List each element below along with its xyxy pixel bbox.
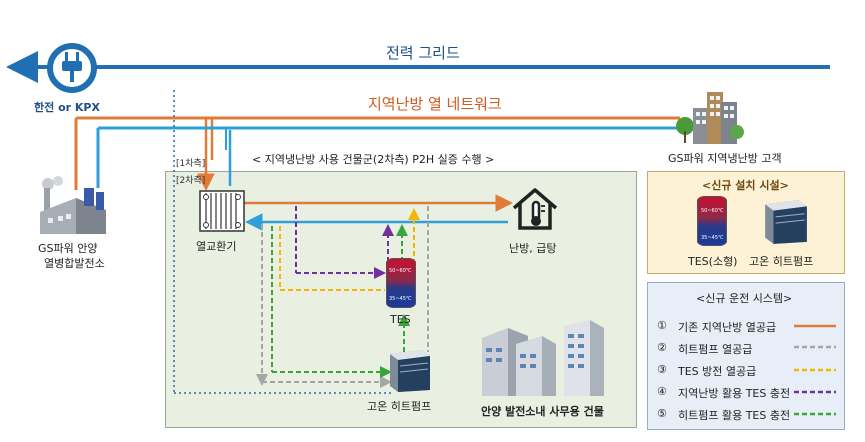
new-heat-pump-icon	[765, 200, 807, 244]
new-tes-label: TES(소형)	[688, 255, 738, 268]
building-label: 안양 발전소내 사무용 건물	[481, 405, 604, 418]
legend-item-2-label: 히트펌프 열공급	[678, 343, 753, 356]
customer-label: GS파워 지역냉난방 고객	[668, 152, 782, 165]
tes-cold-temp: 35~45℃	[389, 296, 412, 302]
heat-pump-label: 고온 히트펌프	[367, 400, 432, 413]
new-tes-tank	[697, 196, 727, 246]
tes-hot-temp: 50~60℃	[389, 268, 412, 274]
utility-label: 한전 or KPX	[34, 101, 100, 114]
legend-item-5-num: ⑤	[657, 407, 667, 420]
legend-item-3-label: TES 방전 열공급	[678, 365, 757, 378]
power-plug-icon	[47, 43, 97, 93]
new-tes-cold-temp: 35~45℃	[701, 235, 724, 241]
power-plant-icon	[40, 176, 106, 234]
heat-pump-icon	[390, 350, 430, 392]
tes-tank	[386, 258, 416, 308]
tes-label: TES	[390, 313, 411, 326]
new-facility-title: <신규 설치 시설>	[702, 179, 789, 192]
legend-panel	[647, 282, 845, 430]
legend-item-2-num: ②	[657, 341, 667, 354]
primary-side-label: [1차측]	[176, 159, 206, 169]
legend-item-4-num: ④	[657, 385, 667, 398]
legend-item-4-label: 지역난방 활용 TES 충전	[678, 387, 791, 400]
legend-item-5-label: 히트펌프 활용 TES 충전	[678, 409, 791, 422]
demo-title: < 지역냉난방 사용 건물군(2차측) P2H 실증 수행 >	[252, 153, 495, 166]
heat-exchanger-label: 열교환기	[196, 240, 237, 253]
heat-exchanger-icon	[199, 190, 245, 232]
secondary-side-label: [2차측]	[176, 176, 206, 186]
new-facility-panel	[647, 171, 845, 274]
new-heat-pump-label: 고온 히트펌프	[749, 255, 814, 268]
legend-item-3-num: ③	[657, 363, 667, 376]
plant-label-1: GS파워 안양	[38, 242, 98, 255]
legend-title: <신규 운전 시스템>	[696, 292, 793, 305]
office-buildings-icon	[482, 320, 604, 396]
legend-item-1-num: ①	[657, 319, 667, 332]
plant-label-2: 열병합발전소	[44, 257, 105, 270]
house-thermometer-icon	[512, 188, 558, 230]
grid-label: 전력 그리드	[386, 44, 460, 62]
customer-buildings-icon	[676, 92, 744, 144]
new-tes-hot-temp: 50~60℃	[701, 208, 724, 214]
legend-item-1-label: 기존 지역난방 열공급	[678, 321, 777, 334]
network-label: 지역난방 열 네트워크	[368, 95, 502, 113]
heating-label: 난방, 급탕	[509, 242, 557, 255]
